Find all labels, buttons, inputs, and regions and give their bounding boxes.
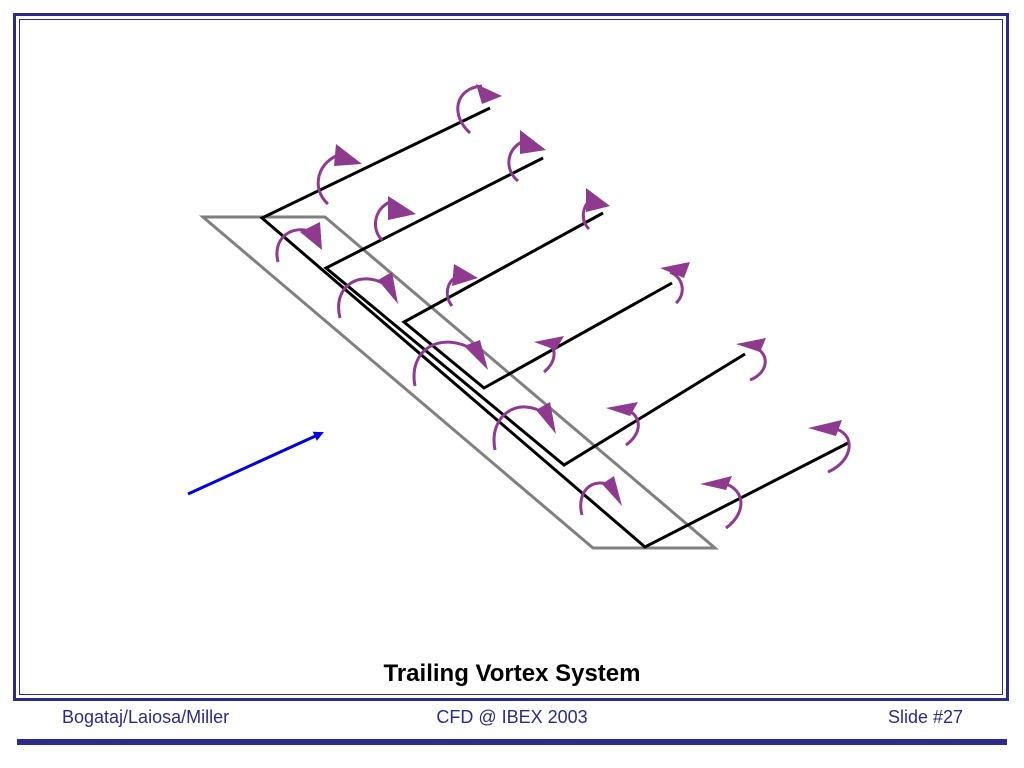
arrowhead-icon <box>534 336 564 350</box>
footer-authors: Bogataj/Laiosa/Miller <box>62 707 230 727</box>
arrowhead-icon <box>520 130 546 154</box>
arrowhead-icon <box>808 420 842 436</box>
rotation-arrow-icon <box>456 84 483 135</box>
arrowhead-icon <box>378 272 398 304</box>
horseshoe-vortex-1 <box>259 106 849 549</box>
arrowhead-icon <box>586 188 610 212</box>
arrowhead-icon <box>452 264 478 286</box>
arrowhead-icon <box>602 476 622 506</box>
arrowhead-icon <box>536 402 556 434</box>
arrowhead-icon <box>700 476 732 490</box>
rotation-arrow-heads <box>300 84 842 506</box>
rotation-arrows <box>275 84 851 530</box>
horseshoe-vortices <box>259 106 849 549</box>
footer-event: CFD @ IBEX 2003 <box>436 707 588 727</box>
flow-direction-arrow <box>187 431 324 496</box>
arrowhead-icon <box>736 338 766 352</box>
arrowhead-icon <box>476 84 502 104</box>
slide-outer-frame <box>13 13 1009 701</box>
arrowhead-icon <box>606 402 638 416</box>
horseshoe-vortex-3 <box>401 211 673 390</box>
arrowhead-icon <box>388 196 416 220</box>
wing-outline <box>198 215 720 550</box>
rotation-arrow-icon <box>669 270 684 305</box>
arrowhead-icon <box>464 340 488 370</box>
horseshoe-vortex-2 <box>323 156 746 467</box>
arrowhead-icon <box>300 222 322 250</box>
footer-bar <box>17 739 1007 745</box>
rotation-arrow-icon <box>827 426 851 474</box>
slide-title: Trailing Vortex System <box>383 660 641 687</box>
footer-slide-number: Slide #27 <box>887 707 963 727</box>
slide-inner-frame <box>19 19 1003 695</box>
arrowhead-icon <box>660 262 690 278</box>
rotation-arrow-icon <box>412 340 475 387</box>
arrowhead-icon <box>334 144 362 166</box>
